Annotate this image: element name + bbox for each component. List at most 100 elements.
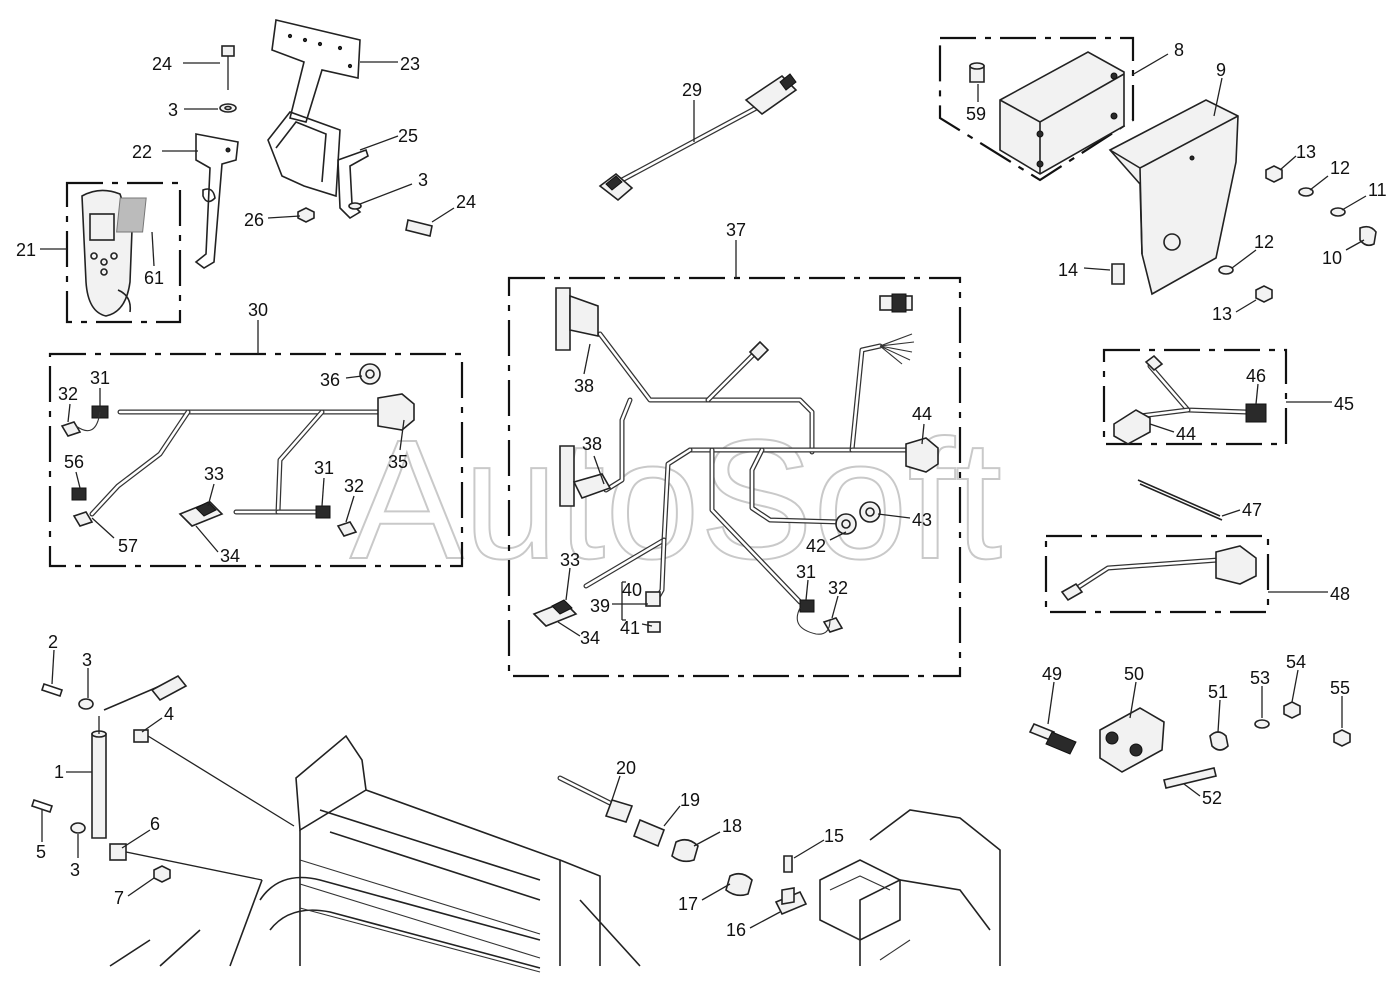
callout-39: 39 (590, 596, 610, 616)
callout-53: 53 (1250, 668, 1270, 688)
washer-3-right (348, 202, 362, 210)
remote-screen (89, 213, 115, 241)
callout-23: 23 (400, 54, 420, 74)
callout-15: 15 (824, 826, 844, 846)
callout-9: 9 (1216, 60, 1226, 80)
harness-45 (1113, 354, 1267, 445)
callout-31-left: 31 (90, 368, 110, 388)
callout-25: 25 (398, 126, 418, 146)
hardware-49-55 (1028, 701, 1351, 789)
callout-13-top: 13 (1296, 142, 1316, 162)
decal-61 (116, 197, 147, 233)
callout-41: 41 (620, 618, 640, 638)
callout-7: 7 (114, 888, 124, 908)
callout-43: 43 (912, 510, 932, 530)
callout-38-bottom: 38 (582, 434, 602, 454)
callout-34-left: 34 (220, 546, 240, 566)
callout-52: 52 (1202, 788, 1222, 808)
washer-3-top (219, 103, 237, 113)
callout-3-top: 3 (168, 100, 178, 120)
callout-33-left: 33 (204, 464, 224, 484)
cap-59 (969, 62, 985, 83)
machine-outline (109, 734, 1001, 973)
callout-1: 1 (54, 762, 64, 782)
callout-20: 20 (616, 758, 636, 778)
callout-61: 61 (144, 268, 164, 288)
callout-3-right: 3 (418, 170, 428, 190)
callout-59: 59 (966, 104, 986, 124)
callout-49: 49 (1042, 664, 1062, 684)
callout-42: 42 (806, 536, 826, 556)
watermark: AutoSoft (350, 405, 1002, 595)
callout-16: 16 (726, 920, 746, 940)
hardware-9 (1111, 165, 1377, 303)
callout-33-center: 33 (560, 550, 580, 570)
callout-32-mid: 32 (344, 476, 364, 496)
callout-31-mid: 31 (314, 458, 334, 478)
callout-38-top: 38 (574, 376, 594, 396)
callout-8: 8 (1174, 40, 1184, 60)
callout-34-center: 34 (580, 628, 600, 648)
callout-12-top: 12 (1330, 158, 1350, 178)
callout-47: 47 (1242, 500, 1262, 520)
callout-44-right: 44 (1176, 424, 1196, 444)
box-harness-30 (48, 352, 464, 568)
callout-30: 30 (248, 300, 268, 320)
cable-48 (1060, 545, 1257, 602)
callout-6: 6 (150, 814, 160, 834)
mount-plate (267, 111, 341, 198)
callout-22: 22 (132, 142, 152, 162)
box-module-8 (938, 36, 1135, 182)
harness-37 (532, 287, 939, 635)
hose-fittings-15-20 (557, 775, 808, 916)
bracket-9 (1108, 99, 1239, 296)
callout-44-center: 44 (912, 404, 932, 424)
callout-45: 45 (1334, 394, 1354, 414)
callout-31-right: 31 (796, 562, 816, 582)
callout-35: 35 (388, 452, 408, 472)
bracket-23 (271, 19, 361, 123)
nut-26 (297, 207, 315, 223)
callout-24-right: 24 (456, 192, 476, 212)
callout-37: 37 (726, 220, 746, 240)
leader-lines (40, 53, 1367, 929)
callout-46: 46 (1246, 366, 1266, 386)
callout-17: 17 (678, 894, 698, 914)
box-remote-21 (65, 181, 182, 324)
box-cable-48 (1044, 534, 1270, 614)
callout-50: 50 (1124, 664, 1144, 684)
group-boxes (48, 36, 1288, 678)
callout-11: 11 (1368, 180, 1387, 200)
callout-54: 54 (1286, 652, 1306, 672)
module-8 (999, 51, 1125, 175)
callout-4: 4 (164, 704, 174, 724)
harness-30 (60, 363, 415, 537)
screw-24-right (405, 219, 433, 237)
callout-29: 29 (682, 80, 702, 100)
callout-32-right: 32 (828, 578, 848, 598)
callout-13-bottom: 13 (1212, 304, 1232, 324)
callout-5: 5 (36, 842, 46, 862)
bracket-22 (194, 133, 239, 269)
callout-21: 21 (16, 240, 36, 260)
bracket-assembly (194, 19, 433, 269)
callout-12-bottom: 12 (1254, 232, 1274, 252)
callout-3-cyl-top: 3 (82, 650, 92, 670)
callout-3-cyl-bottom: 3 (70, 860, 80, 880)
callout-48: 48 (1330, 584, 1350, 604)
box-harness-45 (1102, 348, 1288, 446)
callout-40: 40 (622, 580, 642, 600)
callout-26: 26 (244, 210, 264, 230)
cable-tie-47 (1137, 479, 1221, 517)
callout-55: 55 (1330, 678, 1350, 698)
cylinder-assembly-1 (30, 674, 295, 883)
callout-18: 18 (722, 816, 742, 836)
callout-57: 57 (118, 536, 138, 556)
callout-32-left: 32 (58, 384, 78, 404)
callout-36: 36 (320, 370, 340, 390)
callout-51: 51 (1208, 682, 1228, 702)
callout-56: 56 (64, 452, 84, 472)
box-harness-37 (507, 276, 962, 678)
